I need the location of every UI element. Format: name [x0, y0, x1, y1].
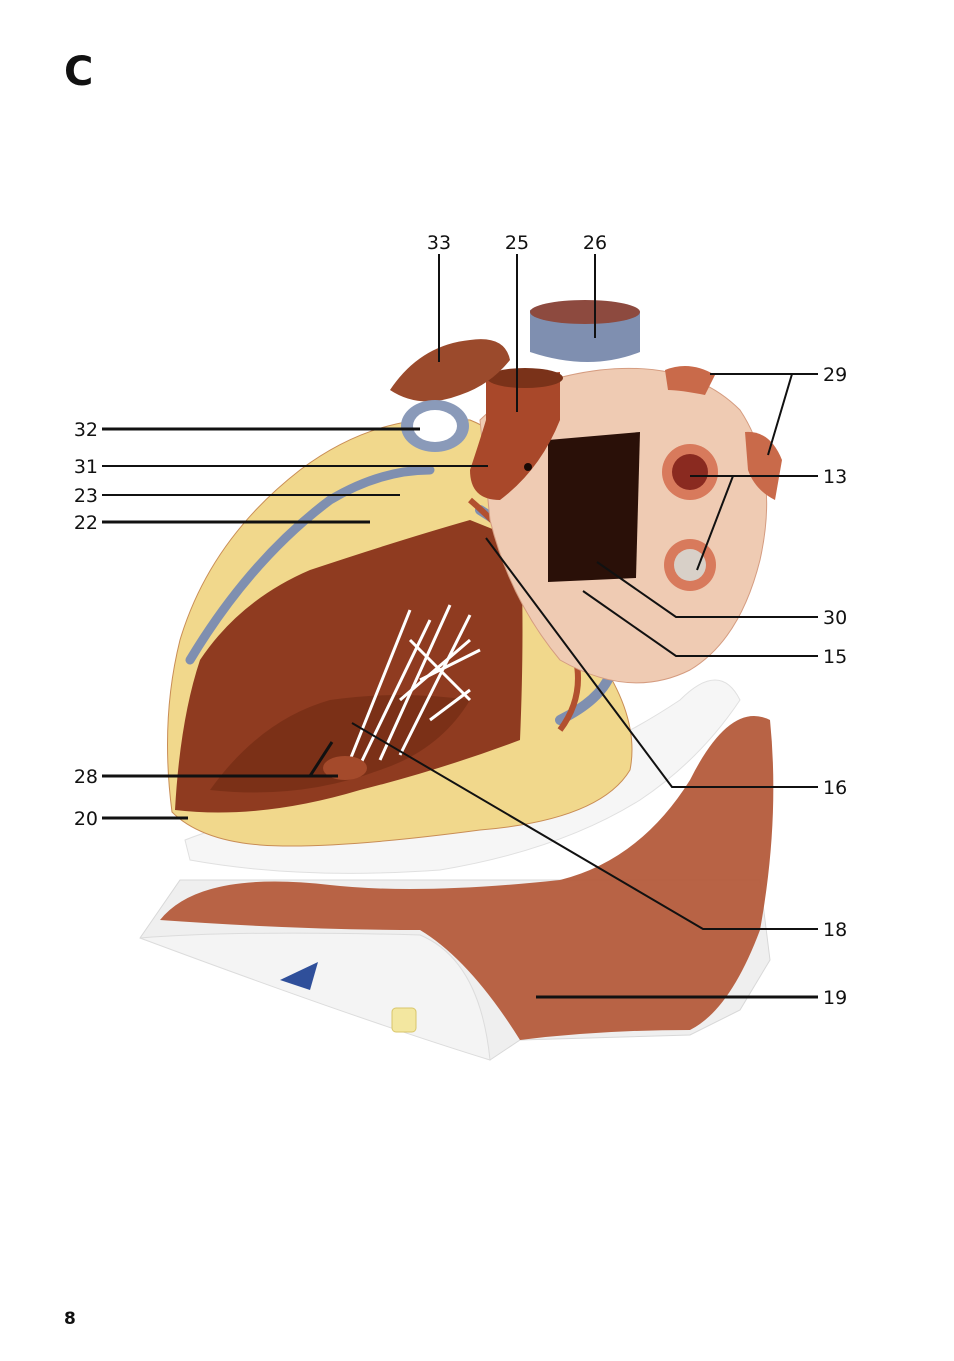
small-hole-icon	[524, 463, 532, 471]
label-29: 29	[823, 364, 847, 386]
label-26: 26	[583, 232, 607, 254]
vessel-orifice-lower-inner	[674, 549, 706, 581]
label-30: 30	[823, 607, 847, 629]
pulmonary-vein-opening	[413, 410, 457, 442]
label-15: 15	[823, 646, 847, 668]
label-28: 28	[74, 766, 98, 788]
sticker-icon	[392, 1008, 416, 1032]
label-22: 22	[74, 512, 98, 534]
label-16: 16	[823, 777, 847, 799]
label-20: 20	[74, 808, 98, 830]
label-32: 32	[74, 419, 98, 441]
label-13: 13	[823, 466, 847, 488]
label-23: 23	[74, 485, 98, 507]
label-31: 31	[74, 456, 98, 478]
pedestal-white-face	[140, 933, 490, 1060]
label-25: 25	[505, 232, 529, 254]
label-18: 18	[823, 919, 847, 941]
label-19: 19	[823, 987, 847, 1009]
vessel-orifice-upper-inner	[672, 454, 708, 490]
page-number: 8	[64, 1309, 76, 1329]
atrium-opening	[548, 432, 640, 582]
vena-cava-opening	[530, 300, 640, 324]
label-33: 33	[427, 232, 451, 254]
